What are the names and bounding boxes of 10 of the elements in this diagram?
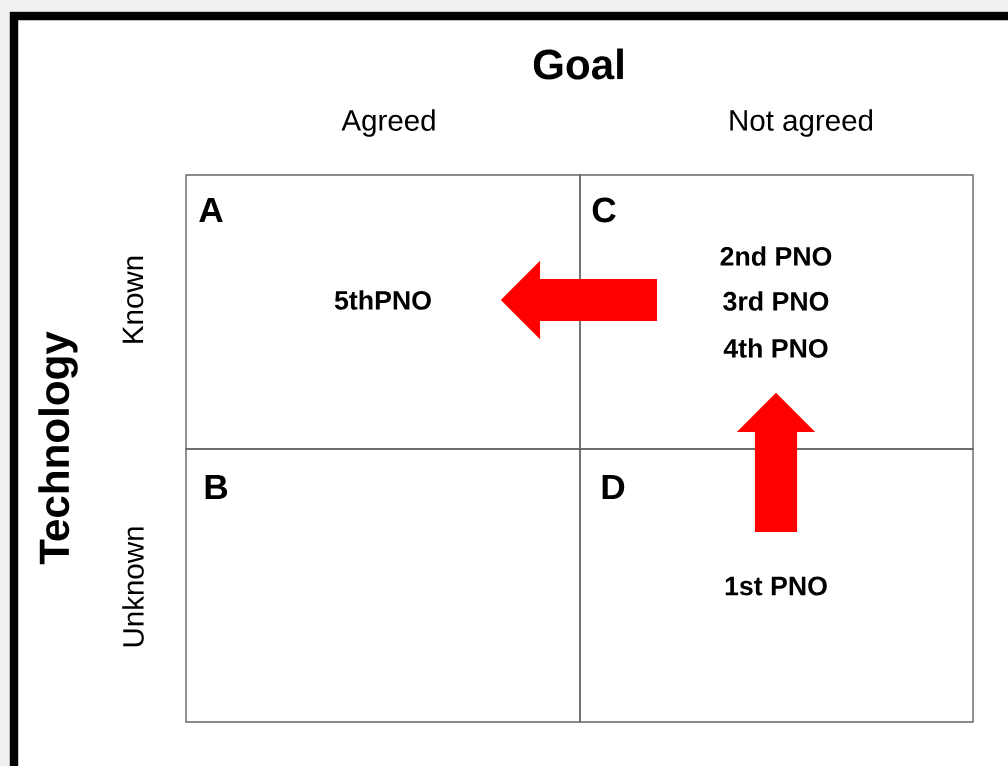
quadrant-cell: A 5thPNO [185, 174, 581, 450]
quadrant-cell: D 1st PNO [579, 448, 974, 723]
axis-title: Goal [533, 48, 623, 80]
row-header: Unknown [122, 527, 144, 647]
axis-title: Technology [38, 331, 78, 565]
quadrant-cell: C 2nd PNO 3rd PNO 4th PNO [579, 174, 974, 450]
column-header: Not agreed [730, 109, 873, 137]
column-header: Agreed [341, 109, 435, 137]
quadrant-cell: B [185, 448, 581, 723]
row-header: Known [122, 256, 144, 343]
